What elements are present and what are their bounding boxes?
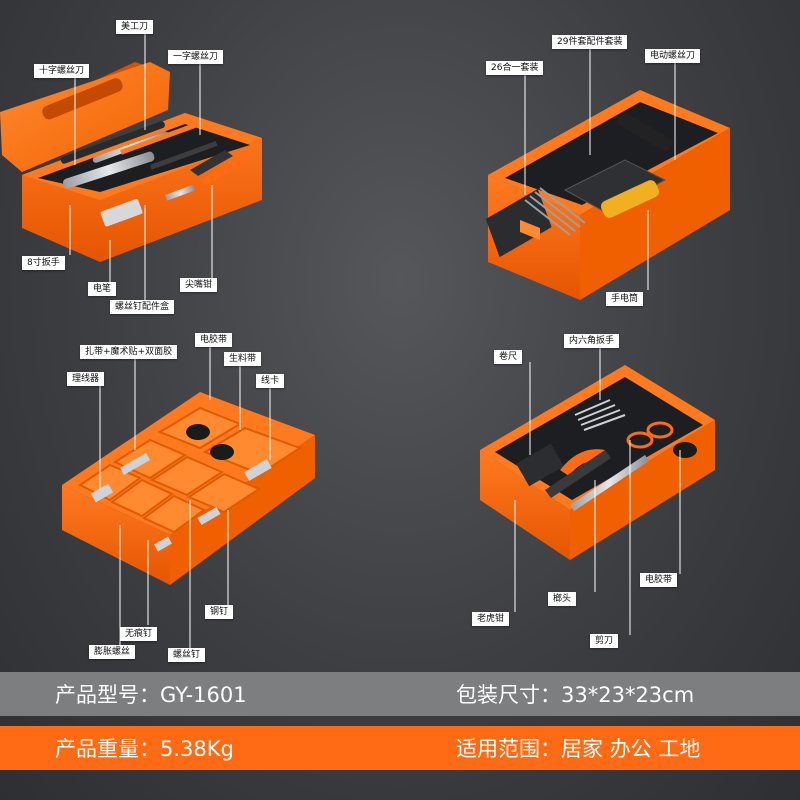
toolbox-bottom-left	[62, 392, 315, 585]
leader-lines	[69, 32, 681, 648]
callout-cross-screwdriver: 十字螺丝刀	[34, 64, 90, 78]
callout-electrical-tape-right: 电胶带	[640, 573, 678, 587]
toolbox-top-right	[485, 90, 730, 300]
callout-utility-knife: 美工刀	[116, 20, 154, 34]
callout-hex-key: 内六角扳手	[564, 334, 620, 348]
toolbox-bottom-right	[480, 365, 715, 560]
callout-wrench: 8寸扳手	[22, 256, 65, 270]
toolbox-top-left	[0, 62, 262, 262]
callout-bit-set: 29件套配件套装	[552, 35, 628, 49]
callout-screw-box: 螺丝钉配件盒	[110, 300, 175, 314]
spec-package-size: 包装尺寸：33*23*23cm	[456, 683, 695, 707]
spec-model: 产品型号：GY-1601	[55, 683, 247, 707]
callout-needle-nose-pliers: 尖嘴钳	[180, 278, 218, 292]
callout-expansion-screw: 膨胀螺丝	[89, 645, 136, 659]
callout-flashlight: 手电筒	[606, 292, 644, 306]
callout-tape-measure: 卷尺	[494, 350, 523, 364]
callout-vise-pliers: 老虎钳	[472, 612, 510, 626]
callout-steel-nail: 钢钉	[205, 605, 234, 619]
callout-flat-screwdriver: 一字螺丝刀	[168, 50, 224, 64]
callout-scissors: 剪刀	[590, 634, 619, 648]
spec-band-orange: 产品重量：5.38Kg 适用范围：居家 办公 工地	[0, 726, 800, 770]
callout-cable-organizer: 理线器	[67, 372, 105, 386]
spec-weight: 产品重量：5.38Kg	[55, 737, 234, 761]
callout-electrical-tape-left: 电胶带	[195, 333, 233, 347]
spec-usage: 适用范围：居家 办公 工地	[456, 737, 701, 761]
callout-cable-clip: 线卡	[256, 374, 285, 388]
callout-screw-nail: 螺丝钉	[168, 648, 206, 662]
callout-traceless-nail: 无痕钉	[120, 627, 158, 641]
callout-cable-tie-set: 扎带+魔术贴+双面胶	[80, 345, 178, 359]
spec-band-gray: 产品型号：GY-1601 包装尺寸：33*23*23cm	[0, 672, 800, 716]
callout-26-in-1: 26合一套装	[486, 61, 544, 75]
callout-raw-tape: 生料带	[224, 352, 262, 366]
callout-test-pen: 电笔	[88, 282, 117, 296]
callout-electric-screwdriver: 电动螺丝刀	[645, 49, 701, 63]
callout-hammer: 榔头	[548, 592, 577, 606]
toolbox-illustrations	[0, 32, 730, 648]
